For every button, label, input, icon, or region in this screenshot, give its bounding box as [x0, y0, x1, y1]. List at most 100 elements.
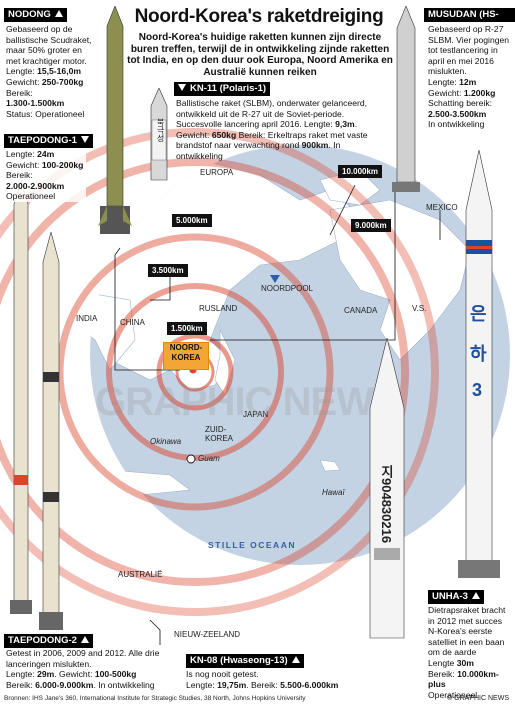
- triangle-down-icon: [80, 136, 89, 143]
- place-mexico: MEXICO: [426, 203, 458, 212]
- ocean-label: STILLE OCEAAN: [208, 540, 296, 550]
- nodong-status: Status: Operationeel: [6, 108, 85, 119]
- range-ring-5000: [56, 233, 334, 511]
- triangle-left-icon: [178, 84, 186, 91]
- kn08-rocket-text: 지904830216: [379, 465, 394, 544]
- place-europa: EUROPA: [200, 168, 234, 177]
- nodong-name: NODONG: [8, 9, 51, 20]
- taepodong1-status: Operationeel: [6, 191, 56, 202]
- page-subtitle: Noord-Korea's huidige raketten kunnen zi…: [127, 32, 393, 78]
- kn11-header: KN-11 (Polaris-1): [174, 82, 271, 96]
- nodong-info: Gebaseerd op de ballistische Scudraket, …: [6, 24, 92, 120]
- musudan-name: MUSUDAN (HS-10): [428, 9, 499, 32]
- triangle-up-icon: [54, 10, 63, 17]
- nodong-range: 1.300-1.500km: [6, 98, 65, 109]
- place-australie: AUSTRALIË: [118, 570, 163, 579]
- place-noordpool: NOORDPOOL: [261, 284, 314, 293]
- rocket-nodong-illustration: [98, 6, 132, 234]
- kn11-range: Bereik: Erkeltraps raket met vaste brand…: [176, 129, 368, 161]
- range-ring-1500: [156, 333, 234, 411]
- leader-lines: [114, 184, 441, 645]
- rocket-kn11-illustration: [150, 88, 168, 181]
- place-zuidkorea: ZUID- KOREA: [205, 425, 234, 443]
- range-label-1500: 1.500km: [167, 322, 207, 335]
- musudan-weight: Gewicht: 1.200kg: [428, 87, 496, 98]
- nodong-header: NODONG: [4, 8, 67, 22]
- unha3-header: UNHA-3: [428, 590, 484, 604]
- unha3-info: Dietrapsraket bracht in 2012 met succes …: [428, 605, 512, 700]
- kn08-specs: Lengte: 19,75m. Bereik: 5.500-6.000km: [186, 679, 339, 690]
- taepodong1-range: 2.000-2.900km: [6, 180, 65, 191]
- unha3-rocket-text-2: 하: [470, 344, 487, 364]
- credit-line: © GRAPHIC NEWS: [447, 695, 509, 702]
- triangle-up-icon: [471, 592, 480, 599]
- place-rusland: RUSLAND: [199, 304, 238, 313]
- kn08-name: KN-08 (Hwaseong-13): [190, 655, 288, 666]
- musudan-desc: Gebaseerd op R-27 SLBM. Vier pogingen to…: [428, 24, 510, 77]
- page-title: Noord-Korea's raketdreiging: [134, 6, 384, 27]
- north-korea-label-1: NOORD-: [169, 343, 203, 352]
- unha3-name: UNHA-3: [432, 591, 468, 602]
- taepodong1-header: TAEPODONG-1: [4, 134, 93, 148]
- kn11-desc: Ballistische raket (SLBM), onderwater ge…: [176, 98, 368, 130]
- rocket-musudan-illustration: [392, 6, 420, 192]
- musudan-range-label: Schatting bereik:: [428, 98, 493, 109]
- range-label-9000: 9.000km: [351, 219, 391, 232]
- taepodong2-info: Getest in 2006, 2009 and 2012. Alle drie…: [6, 648, 196, 690]
- kn08-header: KN-08 (Hwaseong-13): [186, 654, 304, 668]
- unha3-status: Operationeel: [428, 689, 478, 700]
- place-guam: Guam: [198, 454, 220, 463]
- musudan-range: 2.500-3.500km: [428, 108, 487, 119]
- source-line: Bronnen: IHS Jane's 360, International I…: [4, 695, 306, 702]
- place-india: INDIA: [76, 314, 98, 323]
- kn08-info: Is nog nooit getest. Lengte: 19,75m. Ber…: [186, 669, 366, 690]
- north-korea-box: NOORD- KOREA: [163, 342, 209, 370]
- range-label-3500: 3.500km: [148, 264, 188, 277]
- taepodong2-desc: Getest in 2006, 2009 and 2012. Alle drie…: [6, 648, 160, 669]
- kn11-length: Lengte: 9,3m. Gewicht: 650kg: [176, 119, 358, 140]
- place-japan: JAPAN: [243, 410, 269, 419]
- guam-marker: [186, 454, 196, 464]
- kn11-rocket-text: 북극성: [156, 118, 165, 142]
- nodong-length: Lengte: 15,5-16,0m: [6, 66, 82, 77]
- rocket-kn08-illustration: [369, 338, 405, 639]
- land-north-america: [329, 199, 471, 361]
- taepodong2-range: Bereik: 6.000-9.000km. In ontwikkeling: [6, 679, 155, 690]
- place-hawaii: Hawaï: [322, 488, 345, 497]
- rocket-unha3-illustration: [458, 150, 500, 578]
- taepodong1-range-label: Bereik:: [6, 170, 33, 181]
- north-korea-label-2: KOREA: [171, 353, 201, 362]
- unha3-length: Lengte 30m: [428, 657, 474, 668]
- unha3-rocket-text-1: 은: [470, 304, 487, 324]
- taepodong1-weight: Gewicht: 100-200kg: [6, 159, 84, 170]
- taepodong2-length: Lengte: 29m. Gewicht: 100-500kg: [6, 669, 137, 680]
- taepodong2-name: TAEPODONG-2: [8, 635, 77, 646]
- taepodong1-info: Lengte: 24m Gewicht: 100-200kg Bereik: 2…: [6, 149, 86, 202]
- nodong-weight: Gewicht: 250-700kg: [6, 76, 84, 87]
- rocket-taepodong2-illustration: [39, 232, 63, 630]
- musudan-header: MUSUDAN (HS-10): [424, 8, 515, 32]
- kn08-desc: Is nog nooit getest.: [186, 669, 259, 679]
- place-nieuwzeeland: NIEUW-ZEELAND: [174, 630, 241, 639]
- musudan-length: Lengte: 12m: [428, 76, 477, 87]
- taepodong1-name: TAEPODONG-1: [8, 135, 77, 146]
- taepodong1-length: Lengte: 24m: [6, 149, 55, 159]
- rocket-taepodong1-illustration: [10, 180, 32, 614]
- unha3-desc: Dietrapsraket bracht in 2012 met succes …: [428, 605, 506, 658]
- land-hawaii: [319, 459, 341, 472]
- range-label-10000: 10.000km: [338, 165, 383, 178]
- nodong-desc: Gebaseerd op de ballistische Scudraket, …: [6, 24, 92, 66]
- range-label-5000: 5.000km: [172, 214, 212, 227]
- place-okinawa: Okinawa: [150, 437, 182, 446]
- place-vs: V.S.: [412, 304, 427, 313]
- triangle-right-icon: [291, 656, 300, 663]
- watermark: GRAPHIC NEWS: [95, 380, 400, 424]
- unha3-rocket-text-3: 3: [472, 380, 483, 400]
- north-pole-marker: [270, 275, 280, 283]
- musudan-status: In ontwikkeling: [428, 119, 485, 130]
- range-ring-10000: [0, 128, 439, 616]
- place-china: CHINA: [120, 318, 145, 327]
- musudan-info: Gebaseerd op R-27 SLBM. Vier pogingen to…: [428, 24, 512, 130]
- range-ring-9000: [0, 158, 409, 586]
